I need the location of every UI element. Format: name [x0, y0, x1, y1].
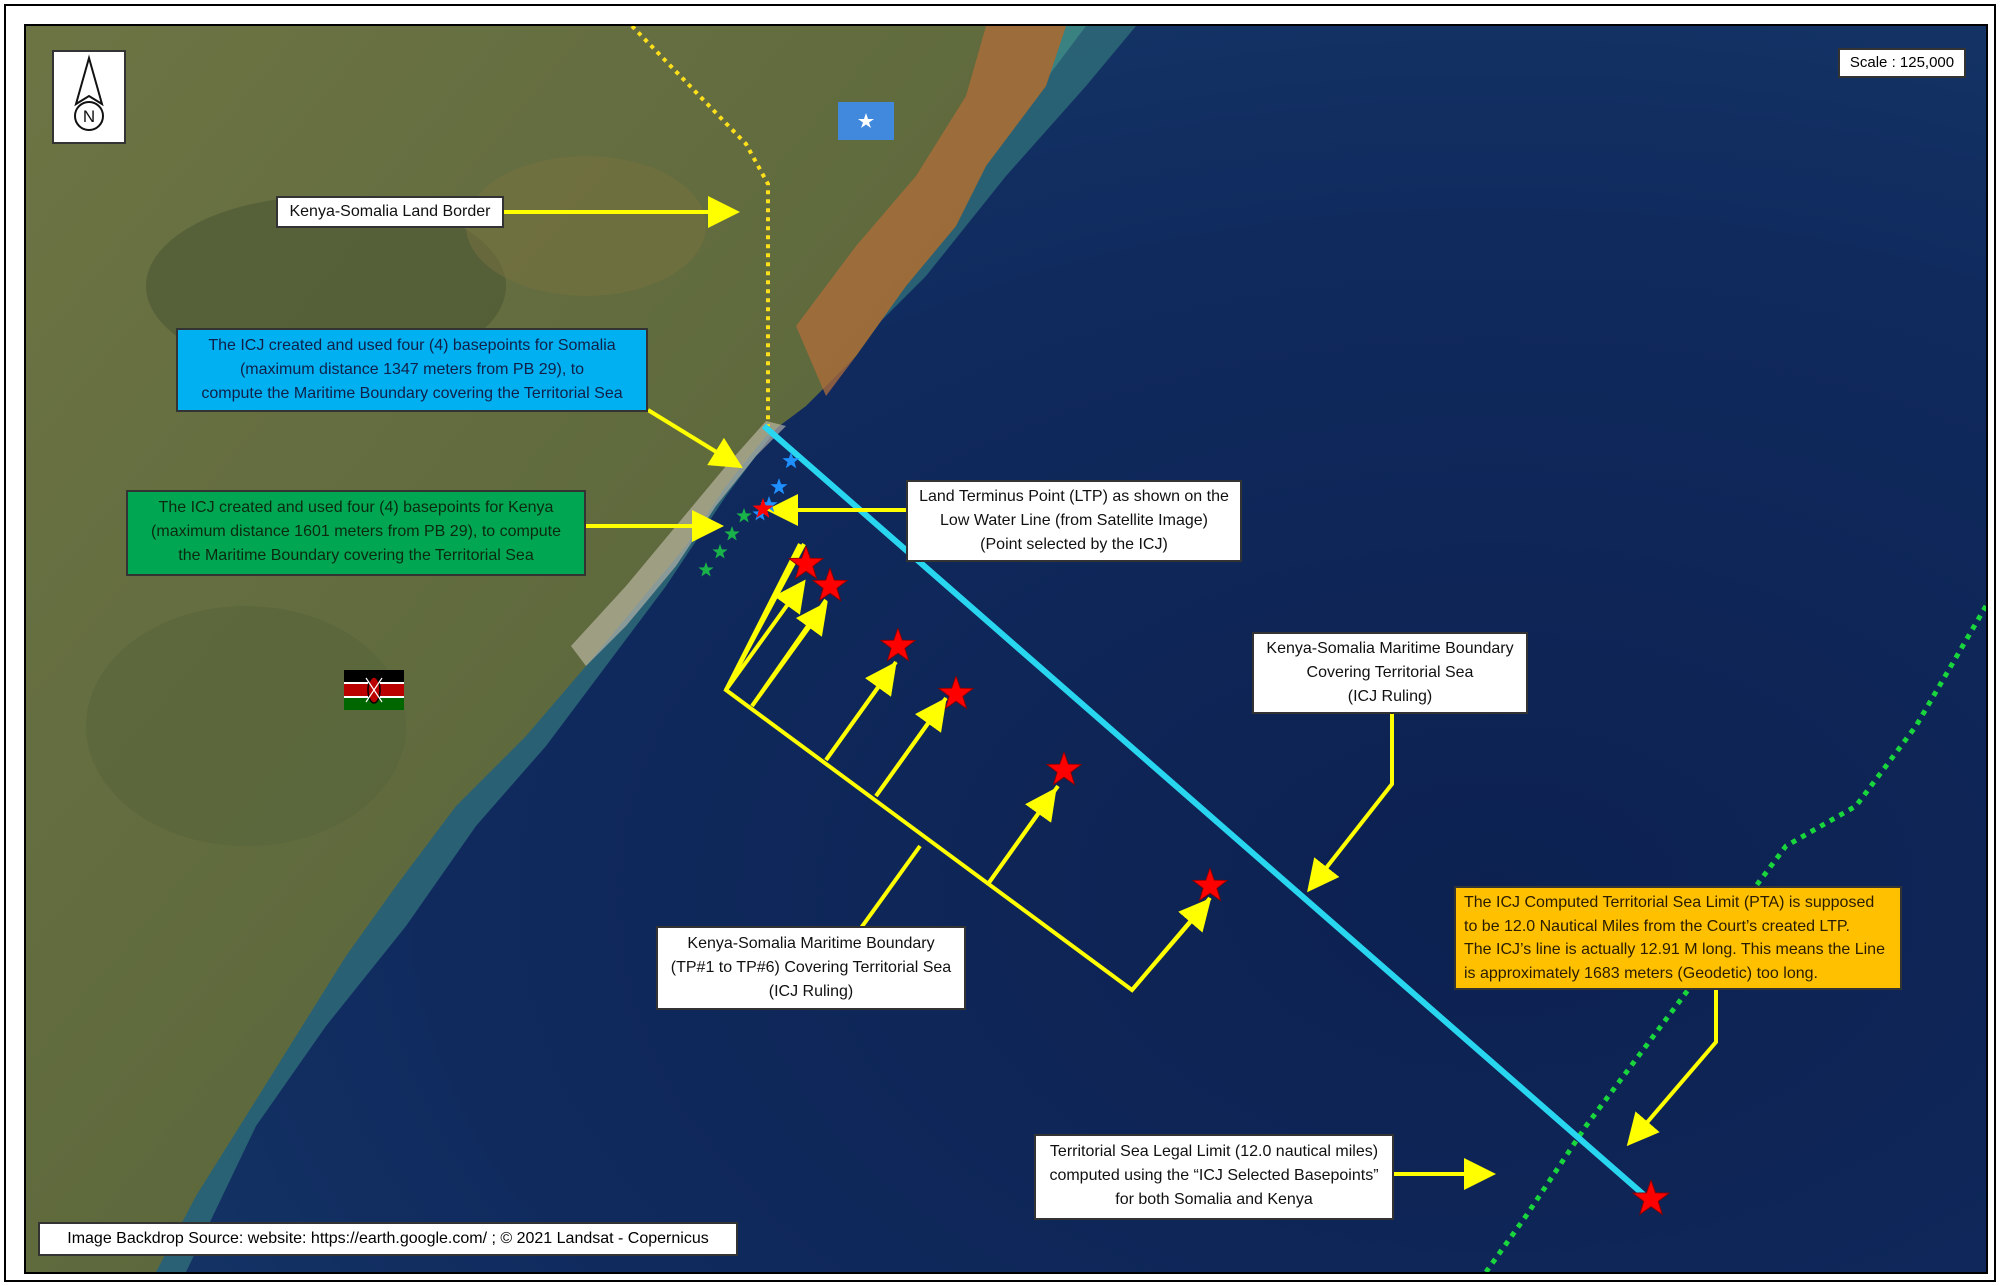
land-border-label: Kenya-Somalia Land Border [276, 196, 504, 228]
label-line: (Point selected by the ICJ) [980, 536, 1168, 553]
label-line: (maximum distance 1601 meters from PB 29… [151, 523, 561, 540]
beach-strip [571, 421, 786, 666]
map-frame: N Scale : 125,000 Ke [4, 4, 1996, 1282]
label-line: (maximum distance 1347 meters from PB 29… [239, 361, 585, 378]
scale-label: Scale : 125,000 [1838, 48, 1966, 78]
maritime-boundary-label: Kenya-Somalia Maritime Boundary Covering… [1252, 632, 1528, 714]
label-line: Covering Territorial Sea [1306, 664, 1474, 681]
legal-limit-line [1483, 604, 1986, 1272]
ltp-label: Land Terminus Point (LTP) as shown on th… [906, 480, 1242, 562]
vegetation-patch [466, 156, 706, 296]
label-line: The ICJ created and used four (4) basepo… [158, 499, 554, 516]
label-line: Territorial Sea Legal Limit (12.0 nautic… [1049, 1143, 1379, 1160]
north-letter: N [83, 107, 95, 126]
north-arrow: N [52, 50, 126, 144]
label-line: Land Terminus Point (LTP) as shown on th… [919, 488, 1229, 505]
label-line: The ICJ’s line is actually 12.91 M long.… [1464, 941, 1885, 958]
kenya-basepoints-label: The ICJ created and used four (4) basepo… [126, 490, 586, 576]
label-line: to be 12.0 Nautical Miles from the Court… [1464, 917, 1850, 935]
callout-arrows [504, 196, 1718, 1190]
somalia-flag [838, 102, 894, 140]
satellite-map[interactable]: N Scale : 125,000 Ke [24, 24, 1988, 1274]
legal-limit-label: Territorial Sea Legal Limit (12.0 nautic… [1034, 1134, 1394, 1220]
compass-icon: N [74, 54, 104, 131]
label-line: (TP#1 to TP#6) Covering Territorial Sea [670, 959, 952, 976]
label-line: Low Water Line (from Satellite Image) [940, 512, 1208, 529]
vegetation-patch [86, 606, 406, 846]
label-line: computed using the “ICJ Selected Basepoi… [1049, 1167, 1379, 1184]
kenya-flag [344, 670, 404, 710]
label-line: (ICJ Ruling) [1347, 688, 1433, 705]
pta-label: The ICJ Computed Territorial Sea Limit (… [1454, 886, 1902, 990]
label-line: The ICJ Computed Territorial Sea Limit (… [1464, 894, 1875, 911]
label-line: is approximately 1683 meters (Geodetic) … [1464, 964, 1818, 982]
star-icon [858, 113, 874, 128]
shield-icon [344, 670, 404, 710]
somalia-basepoints-label: The ICJ created and used four (4) basepo… [176, 328, 648, 412]
label-line: Kenya-Somalia Land Border [289, 203, 491, 220]
label-line: the Maritime Boundary covering the Terri… [178, 547, 534, 564]
label-line: Kenya-Somalia Maritime Boundary [1266, 640, 1514, 657]
image-source-credit: Image Backdrop Source: website: https://… [38, 1222, 738, 1256]
land-border-line [630, 26, 770, 426]
turning-points-label: Kenya-Somalia Maritime Boundary (TP#1 to… [656, 926, 966, 1010]
coastal-dunes [796, 26, 1066, 396]
label-line: The ICJ created and used four (4) basepo… [208, 337, 616, 354]
label-line: Kenya-Somalia Maritime Boundary [687, 935, 935, 952]
label-line: for both Somalia and Kenya [1115, 1191, 1313, 1208]
turning-point-arrows [724, 579, 1212, 992]
label-line: compute the Maritime Boundary covering t… [201, 385, 623, 402]
label-line: (ICJ Ruling) [768, 983, 854, 1000]
